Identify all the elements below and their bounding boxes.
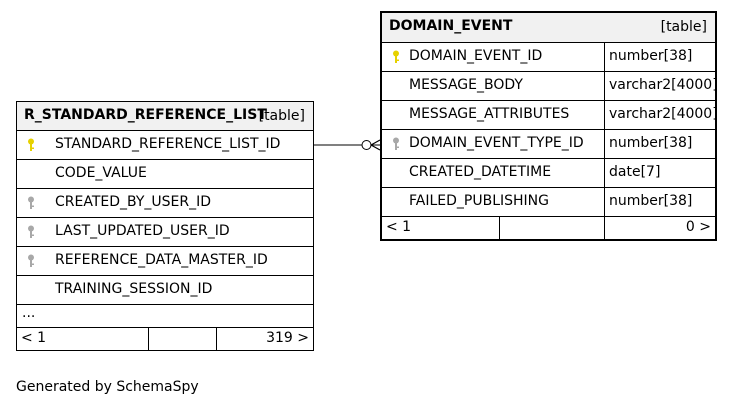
column-type: varchar2[4000] xyxy=(604,101,718,129)
footer-divider xyxy=(604,217,605,239)
foreign-key-icon xyxy=(28,225,34,238)
column-row[interactable]: DOMAIN_EVENT_TYPE_ID number[38] xyxy=(382,130,715,159)
footer-divider xyxy=(216,328,217,350)
column-row[interactable]: CREATED_DATETIME date[7] xyxy=(382,159,715,188)
column-name: MESSAGE_ATTRIBUTES xyxy=(409,106,570,122)
table-footer: < 1 0 > xyxy=(382,217,715,239)
column-row[interactable]: REFERENCE_DATA_MASTER_ID xyxy=(17,247,313,276)
column-name: CREATED_DATETIME xyxy=(409,164,552,180)
column-type: number[38] xyxy=(604,43,692,71)
parents-count: < 1 xyxy=(386,219,412,235)
generated-by-caption: Generated by SchemaSpy xyxy=(16,379,199,395)
column-row[interactable]: LAST_UPDATED_USER_ID xyxy=(17,218,313,247)
column-row[interactable]: TRAINING_SESSION_ID xyxy=(17,276,313,305)
column-row[interactable]: MESSAGE_BODY varchar2[4000] xyxy=(382,72,718,101)
more-columns-indicator: ... xyxy=(17,305,313,328)
column-type: varchar2[4000] xyxy=(604,72,718,100)
column-name: STANDARD_REFERENCE_LIST_ID xyxy=(55,136,281,152)
table-kind: [table] xyxy=(258,108,305,124)
column-row[interactable]: DOMAIN_EVENT_ID number[38] xyxy=(382,43,715,72)
foreign-key-icon xyxy=(28,254,34,267)
table-footer: < 1 319 > xyxy=(17,328,313,350)
column-type: date[7] xyxy=(604,159,660,187)
column-name: LAST_UPDATED_USER_ID xyxy=(55,223,230,239)
column-type: number[38] xyxy=(604,188,692,216)
relationship-crowsfoot xyxy=(370,139,381,151)
relationship-zero-marker xyxy=(361,140,372,150)
column-name: DOMAIN_EVENT_ID xyxy=(409,48,543,64)
parents-count: < 1 xyxy=(21,330,47,346)
column-name: MESSAGE_BODY xyxy=(409,77,523,93)
primary-key-icon xyxy=(28,138,34,151)
column-name: DOMAIN_EVENT_TYPE_ID xyxy=(409,135,584,151)
footer-divider xyxy=(499,217,500,239)
table-header: R_STANDARD_REFERENCE_LIST [table] xyxy=(17,102,313,131)
table-name: R_STANDARD_REFERENCE_LIST xyxy=(24,107,267,123)
column-row[interactable]: MESSAGE_ATTRIBUTES varchar2[4000] xyxy=(382,101,718,130)
table-header: DOMAIN_EVENT [table] xyxy=(382,13,715,43)
column-row[interactable]: CODE_VALUE xyxy=(17,160,313,189)
column-row[interactable]: STANDARD_REFERENCE_LIST_ID xyxy=(17,131,313,160)
table-name: DOMAIN_EVENT xyxy=(389,18,513,34)
column-name: CREATED_BY_USER_ID xyxy=(55,194,212,210)
column-type: number[38] xyxy=(604,130,692,158)
more-columns-text: ... xyxy=(22,305,36,321)
footer-divider xyxy=(148,328,149,350)
children-count: 319 > xyxy=(266,330,309,346)
column-row[interactable]: FAILED_PUBLISHING number[38] xyxy=(382,188,715,217)
column-name: REFERENCE_DATA_MASTER_ID xyxy=(55,252,268,268)
column-row[interactable]: CREATED_BY_USER_ID xyxy=(17,189,313,218)
table-kind: [table] xyxy=(660,19,707,35)
column-name: TRAINING_SESSION_ID xyxy=(55,281,213,297)
primary-key-icon xyxy=(393,50,399,63)
column-name: CODE_VALUE xyxy=(55,165,147,181)
foreign-key-icon xyxy=(28,196,34,209)
table-r-standard-reference-list[interactable]: R_STANDARD_REFERENCE_LIST [table] STANDA… xyxy=(16,101,314,351)
children-count: 0 > xyxy=(685,219,711,235)
foreign-key-icon xyxy=(393,137,399,150)
column-name: FAILED_PUBLISHING xyxy=(409,193,549,209)
